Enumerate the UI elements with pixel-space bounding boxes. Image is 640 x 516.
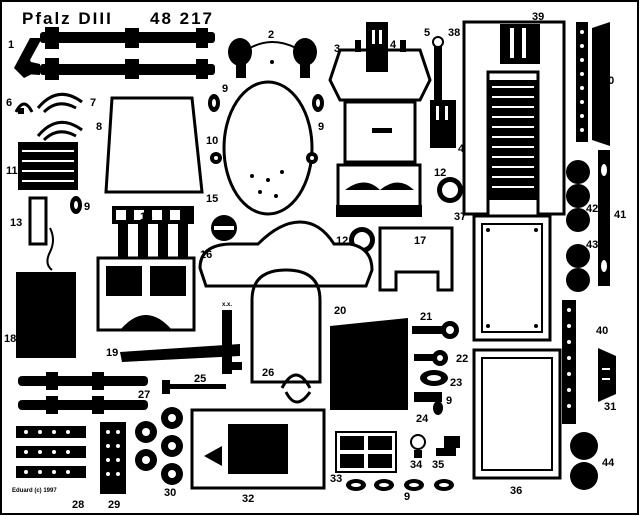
small-marking: x.x. xyxy=(222,302,232,308)
label-29: 29 xyxy=(108,499,120,511)
label-12a: 12 xyxy=(434,167,446,179)
part-15-disc xyxy=(211,215,237,241)
part-14-control-box xyxy=(96,256,196,332)
label-19: 19 xyxy=(106,347,118,359)
sheet-title: Pfalz DIII xyxy=(22,9,113,28)
label-28: 28 xyxy=(72,499,84,511)
label-9d: 9 xyxy=(446,395,452,407)
label-15: 15 xyxy=(206,193,218,205)
part-44-discs xyxy=(570,432,598,490)
part-16-coaming xyxy=(198,220,374,288)
label-40a: 40 xyxy=(602,75,614,87)
label-4b: 4 xyxy=(458,143,465,155)
label-17: 17 xyxy=(414,235,426,247)
label-18: 18 xyxy=(4,333,16,345)
part-32-panel xyxy=(190,408,326,490)
label-34: 34 xyxy=(410,459,423,471)
label-7: 7 xyxy=(90,97,96,109)
label-4a: 4 xyxy=(390,39,397,51)
label-24: 24 xyxy=(416,413,429,425)
label-14: 14 xyxy=(140,211,153,223)
label-36: 36 xyxy=(510,485,522,497)
label-9e: 9 xyxy=(404,491,410,503)
part-21-24-pedals xyxy=(412,321,459,402)
part-3-seat-frame xyxy=(328,40,432,217)
part-38-39-radiator xyxy=(462,20,566,216)
label-16: 16 xyxy=(200,249,212,261)
label-42: 42 xyxy=(586,203,598,215)
label-41: 41 xyxy=(614,209,626,221)
label-22: 22 xyxy=(456,353,468,365)
part-25-rod xyxy=(162,380,226,394)
label-37: 37 xyxy=(454,211,466,223)
label-3: 3 xyxy=(334,43,340,55)
part-6-7-clips xyxy=(14,92,83,142)
part-14-rods xyxy=(46,206,194,271)
part-40-strips xyxy=(562,22,610,424)
part-31-plate xyxy=(598,348,616,402)
label-38: 38 xyxy=(448,27,460,39)
part-number-labels: 1 2 3 4 4 5 6 7 8 9 9 9 9 9 10 11 12 12 … xyxy=(4,11,626,511)
part-9-fittings xyxy=(70,94,454,491)
seat-back xyxy=(250,268,322,384)
part-29-strip xyxy=(100,422,126,494)
label-43: 43 xyxy=(586,239,598,251)
label-33: 33 xyxy=(330,473,342,485)
part-13-bracket xyxy=(28,196,48,246)
label-9b: 9 xyxy=(318,121,324,133)
label-27: 27 xyxy=(138,389,150,401)
label-9a: 9 xyxy=(222,83,228,95)
part-28-tabs xyxy=(16,426,86,478)
label-21: 21 xyxy=(420,311,432,323)
part-30-wheels xyxy=(135,407,183,485)
label-25: 25 xyxy=(194,373,206,385)
label-6: 6 xyxy=(6,97,12,109)
part-11-grille xyxy=(18,142,78,190)
part-37-panel xyxy=(472,214,552,342)
part-1-belts xyxy=(14,27,215,80)
label-10: 10 xyxy=(206,135,218,147)
part-36-panel xyxy=(472,348,562,480)
catalog-number: 48 217 xyxy=(150,9,214,28)
label-39: 39 xyxy=(532,11,544,23)
label-1: 1 xyxy=(8,39,14,51)
label-2: 2 xyxy=(268,29,274,41)
label-23: 23 xyxy=(450,377,462,389)
part-2-windscreen xyxy=(228,38,317,78)
label-30: 30 xyxy=(164,487,176,499)
part-41-strut xyxy=(598,150,610,286)
label-8: 8 xyxy=(96,121,102,133)
label-11: 11 xyxy=(6,165,18,177)
label-32: 32 xyxy=(242,493,254,505)
label-44: 44 xyxy=(602,457,615,469)
label-13: 13 xyxy=(10,217,22,229)
part-8-panel xyxy=(104,96,204,194)
part-4-panel-b xyxy=(430,100,456,148)
part-26-clamp xyxy=(280,373,312,404)
copyright-text: Eduard (c) 1997 xyxy=(12,488,57,494)
label-5: 5 xyxy=(424,27,430,39)
part-34-35-fittings xyxy=(410,434,460,458)
part-10-instrument-panel xyxy=(210,80,318,216)
part-5-lever xyxy=(432,36,444,101)
label-40b: 40 xyxy=(596,325,608,337)
label-12b: 12 xyxy=(336,235,348,247)
label-20: 20 xyxy=(334,305,346,317)
part-20-floor xyxy=(330,318,408,410)
part-27-belts xyxy=(18,372,148,414)
label-31: 31 xyxy=(604,401,616,413)
part-33-grid xyxy=(335,431,397,473)
part-19-lever xyxy=(120,310,242,374)
part-4-panel-a xyxy=(366,22,388,72)
part-42-43-wheels xyxy=(566,160,590,292)
label-9c: 9 xyxy=(84,201,90,213)
label-35: 35 xyxy=(432,459,444,471)
part-17-frame xyxy=(378,226,454,292)
part-18-plate xyxy=(16,272,76,358)
label-26: 26 xyxy=(262,367,274,379)
